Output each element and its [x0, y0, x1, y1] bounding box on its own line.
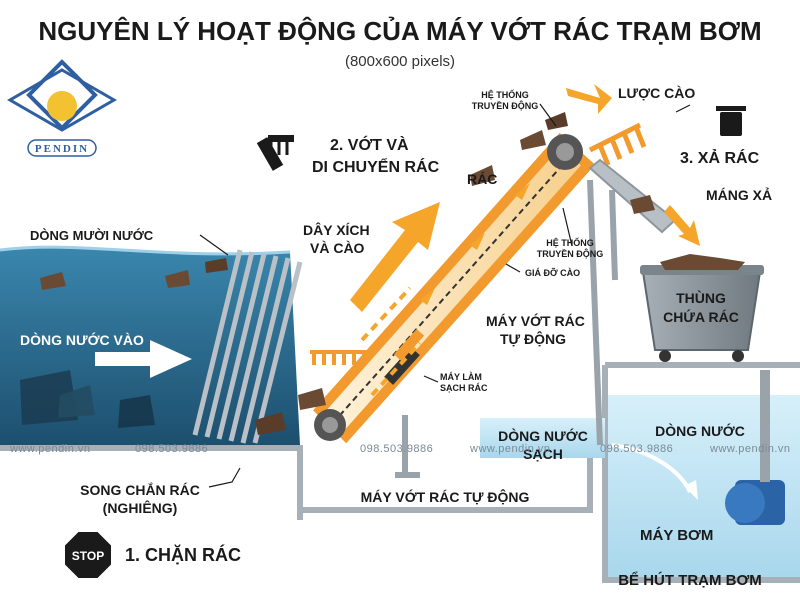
label-gia-do-cao: GIÁ ĐỠ CÀO	[525, 268, 580, 278]
label-dong-muoi-nuoc: DÒNG MƯỜI NƯỚC	[30, 228, 154, 243]
label-thung: THÙNG	[676, 289, 726, 306]
discharge-chute	[588, 158, 677, 234]
label-step1: 1. CHẶN RÁC	[125, 544, 241, 565]
rake-conveyor	[255, 112, 596, 444]
rake-icon	[256, 135, 294, 171]
stop-sign-icon: STOP	[63, 530, 113, 580]
cleaning-brush	[384, 329, 425, 385]
label-may-bom: MÁY BƠM	[640, 527, 713, 544]
support-frame	[395, 179, 618, 478]
watermark-4: www.pendin.vn	[469, 443, 551, 455]
watermark-5: 098.503.9886	[600, 443, 673, 455]
page-subtitle: (800x600 pixels)	[345, 53, 455, 70]
label-luoc-cao: LƯỢC CÀO	[618, 85, 695, 101]
label-step2-line2: DI CHUYỂN RÁC	[312, 157, 440, 176]
label-day-xich: DÂY XÍCH	[303, 221, 370, 238]
label-dong-nuoc-sach-line2: SẠCH	[523, 446, 563, 462]
logo-text: PENDIN	[35, 143, 89, 155]
label-may-vot-rac: MÁY VỚT RÁC	[486, 312, 585, 329]
watermark-strip: www.pendin.vn 098.503.9886 098.503.9886 …	[9, 443, 791, 455]
label-sach-rac: SẠCH RÁC	[440, 383, 488, 393]
label-dong-nuoc-vao: DÒNG NƯỚC VÀO	[20, 331, 144, 348]
label-mang-xa: MÁNG XẢ	[706, 187, 772, 203]
watermark-3: 098.503.9886	[360, 443, 433, 455]
watermark-6: www.pendin.vn	[709, 443, 791, 455]
label-step2-line1: 2. VỚT VÀ	[330, 135, 409, 154]
label-truyen-dong-mid: TRUYỀN ĐỘNG	[537, 248, 604, 259]
label-may-vot-rac-bottom: MÁY VỚT RÁC TỰ ĐỘNG	[361, 488, 530, 505]
label-tu-dong: TỰ ĐỘNG	[500, 330, 566, 347]
pendin-logo-icon: PENDIN	[6, 59, 118, 157]
top-rake-comb	[588, 122, 647, 166]
page-title: NGUYÊN LÝ HOẠT ĐỘNG CỦA MÁY VỚT RÁC TRẠM…	[38, 15, 761, 46]
label-song-chan-rac: SONG CHẮN RÁC	[80, 481, 200, 498]
trash-bin-icon	[716, 106, 746, 136]
label-dong-nuoc: DÒNG NƯỚC	[655, 422, 745, 439]
trash-container	[640, 254, 764, 362]
belt-motion-arrows	[360, 286, 422, 397]
stop-text: STOP	[72, 549, 104, 563]
label-he-thong-mid: HỆ THỐNG	[546, 237, 594, 248]
label-he-thong-top: HỆ THỐNG	[481, 89, 529, 100]
label-va-cao: VÀ CÀO	[310, 240, 365, 256]
inclined-bar-screen	[192, 249, 303, 444]
label-nghieng: (NGHIÊNG)	[103, 499, 178, 516]
watermark-1: www.pendin.vn	[9, 443, 91, 455]
flow-arrows	[350, 84, 700, 312]
label-dong-nuoc-sach-line1: DÒNG NƯỚC	[498, 427, 588, 444]
watermark-2: 098.503.9886	[135, 443, 208, 455]
pump-icon	[725, 370, 785, 525]
rake-teeth	[310, 350, 372, 365]
leader-lines	[199, 103, 691, 488]
label-may-lam: MÁY LÀM	[440, 372, 482, 382]
label-rac: RÁC	[467, 171, 497, 187]
inflow-arrow	[95, 340, 192, 378]
label-be-hut-tram-bom: BỂ HÚT TRẠM BƠM	[618, 571, 762, 589]
label-step3: 3. XẢ RÁC	[680, 148, 760, 167]
label-chua-rac: CHỨA RÁC	[663, 308, 739, 325]
label-truyen-dong-top: TRUYỀN ĐỘNG	[472, 100, 539, 111]
